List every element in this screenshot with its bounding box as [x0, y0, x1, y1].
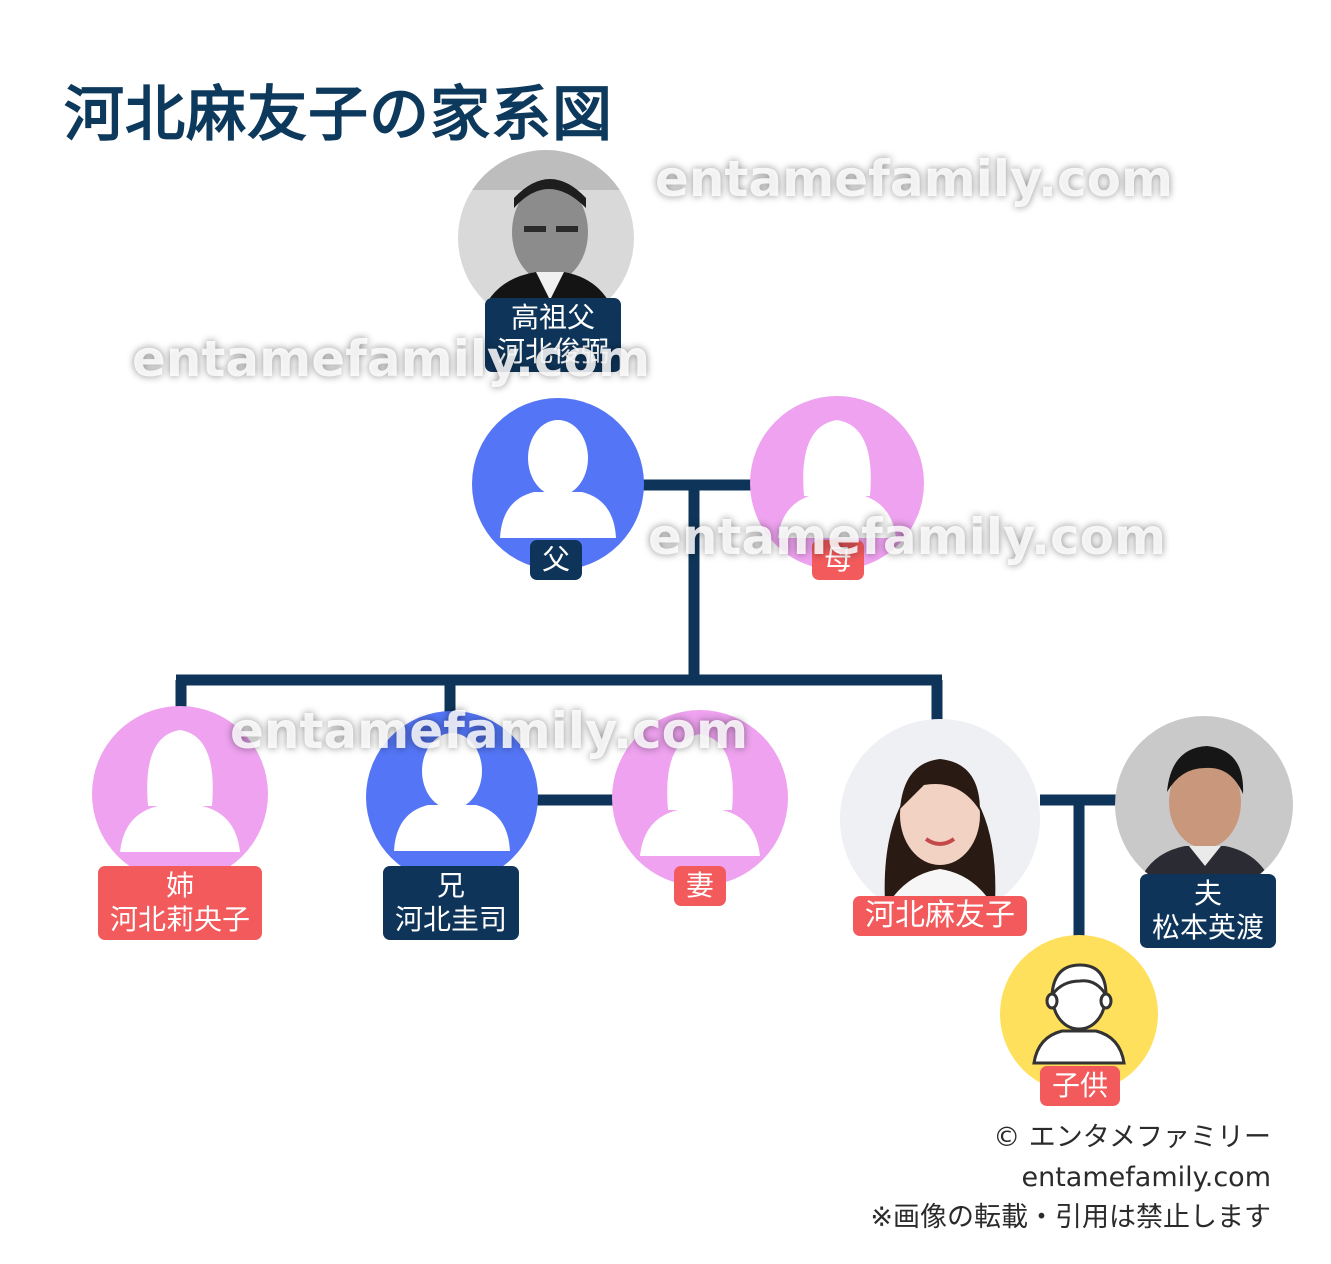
sister-label: 姉 河北莉央子 [97, 866, 263, 940]
father-label: 父 [529, 540, 583, 580]
great-grandfather-label: 高祖父 河北俊弼 [484, 298, 622, 372]
sister-name: 河北莉央子 [109, 903, 251, 936]
subject-name: 河北麻友子 [865, 898, 1015, 933]
brother-label: 兄 河北圭司 [382, 866, 520, 940]
mother-relation: 母 [823, 543, 853, 576]
watermark-4: entamefamily.com [230, 702, 749, 760]
sister-relation: 姉 [165, 869, 195, 902]
child-label: 子供 [1039, 1066, 1121, 1106]
page-title: 河北麻友子の家系図 [64, 80, 613, 150]
watermark-3: entamefamily.com [648, 508, 1167, 566]
brother-wife-label: 妻 [673, 866, 727, 906]
credit-site: entamefamily.com [1021, 1162, 1272, 1193]
husband-label: 夫 松本英渡 [1139, 874, 1277, 948]
brother-name: 河北圭司 [394, 903, 508, 936]
sister-avatar [92, 706, 268, 882]
watermark-1: entamefamily.com [655, 150, 1174, 208]
father-relation: 父 [541, 543, 571, 576]
husband-photo [1115, 716, 1293, 894]
child-relation: 子供 [1051, 1069, 1109, 1102]
brother-avatar [366, 711, 538, 883]
credit-notice: ※画像の転載・引用は禁止します [870, 1202, 1271, 1233]
husband-name: 松本英渡 [1151, 911, 1265, 944]
husband-relation: 夫 [1193, 877, 1223, 910]
mother-label: 母 [811, 540, 865, 580]
brother-wife-relation: 妻 [685, 869, 715, 902]
brother-relation: 兄 [436, 869, 466, 902]
great-grandfather-name: 河北俊弼 [496, 335, 610, 368]
brother-wife-avatar [612, 710, 788, 886]
mother-avatar [750, 396, 924, 570]
subject-label: 河北麻友子 [853, 896, 1027, 936]
subject-photo [840, 719, 1040, 919]
great-grandfather-relation: 高祖父 [510, 301, 596, 334]
copyright-credit: © エンタメファミリー entamefamily.com ※画像の転載・引用は禁… [870, 1118, 1271, 1238]
credit-owner: © エンタメファミリー [993, 1122, 1271, 1153]
watermark-2: entamefamily.com [132, 330, 651, 388]
